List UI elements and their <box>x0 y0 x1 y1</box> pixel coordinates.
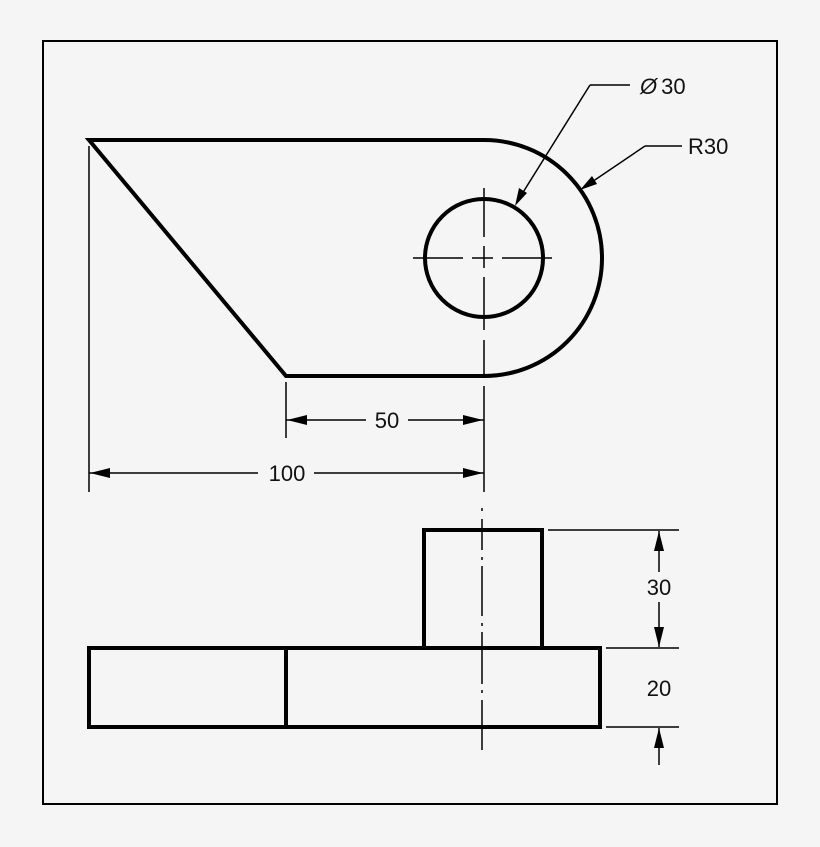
radius-label: R30 <box>688 134 728 159</box>
dimension-50 <box>286 415 484 425</box>
boss-outline <box>422 528 544 650</box>
diameter-leader <box>515 84 630 206</box>
dimension-100 <box>89 468 484 478</box>
dimension-30-vertical <box>654 531 664 647</box>
extension-lines-top <box>88 146 485 492</box>
front-view: 30 20 <box>87 508 679 765</box>
hole-centerlines <box>413 188 552 376</box>
base-outline <box>87 646 602 729</box>
extension-lines-front <box>548 529 679 728</box>
dimension-20-vertical <box>654 728 664 765</box>
part-outline-top <box>84 138 604 378</box>
drawing-frame <box>42 40 778 805</box>
dimension-100-label: 100 <box>269 461 306 486</box>
radius-leader <box>580 145 682 190</box>
dimension-20-label: 20 <box>647 676 671 701</box>
dimension-50-label: 50 <box>375 408 399 433</box>
dimension-30-label: 30 <box>647 575 671 600</box>
